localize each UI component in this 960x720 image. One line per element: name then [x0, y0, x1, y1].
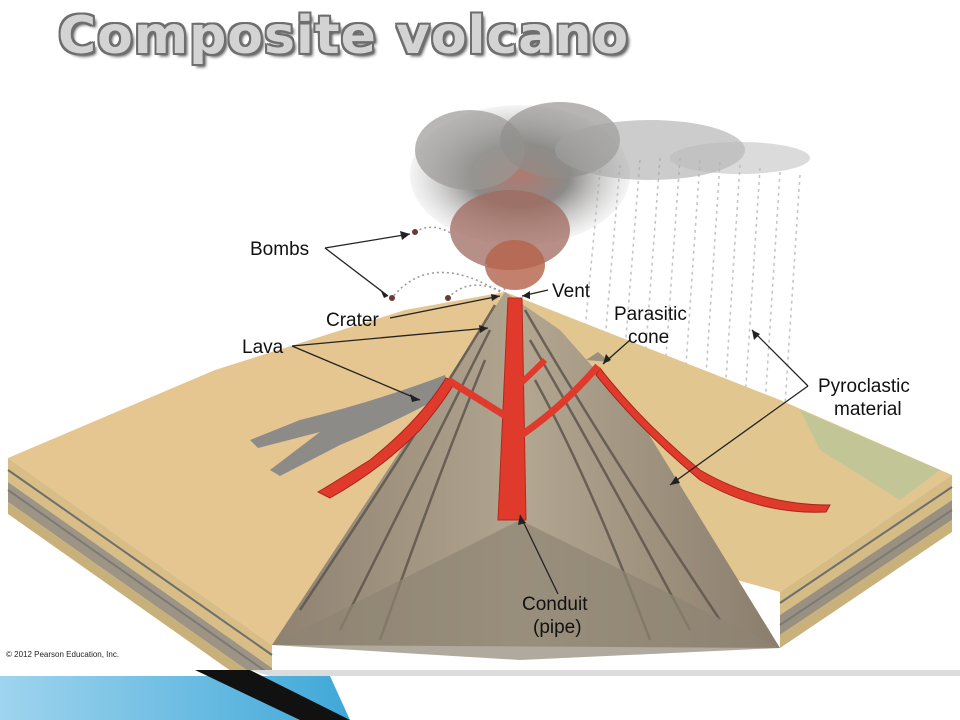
label-parasitic-cone-line2: cone — [628, 327, 669, 348]
label-vent: Vent — [552, 281, 591, 302]
leader-lines — [291, 233, 809, 595]
conduit-pipe — [446, 297, 601, 521]
label-crater: Crater — [326, 310, 379, 331]
label-pyroclastic-line2: material — [834, 399, 902, 420]
volcanic-bombs — [389, 229, 451, 301]
lava-flows — [316, 367, 831, 513]
parasitic-cone-shape — [586, 352, 610, 362]
volcanic-cone — [272, 292, 780, 660]
label-conduit-line1: Conduit — [522, 594, 588, 615]
bomb-trajectories — [391, 226, 506, 299]
label-conduit-line2: (pipe) — [533, 617, 582, 638]
label-lava: Lava — [242, 337, 284, 358]
label-pyroclastic-line1: Pyroclastic — [818, 376, 910, 397]
ash-cloud — [410, 102, 810, 290]
label-bombs: Bombs — [250, 239, 309, 260]
leader-arrowheads — [380, 231, 760, 525]
label-parasitic-cone-line1: Parasitic — [614, 304, 687, 325]
slide-title: Composite volcano — [58, 6, 630, 66]
footer-bar — [0, 670, 960, 720]
copyright-notice: © 2012 Pearson Education, Inc. — [6, 650, 119, 659]
old-lava-flows — [250, 375, 450, 476]
